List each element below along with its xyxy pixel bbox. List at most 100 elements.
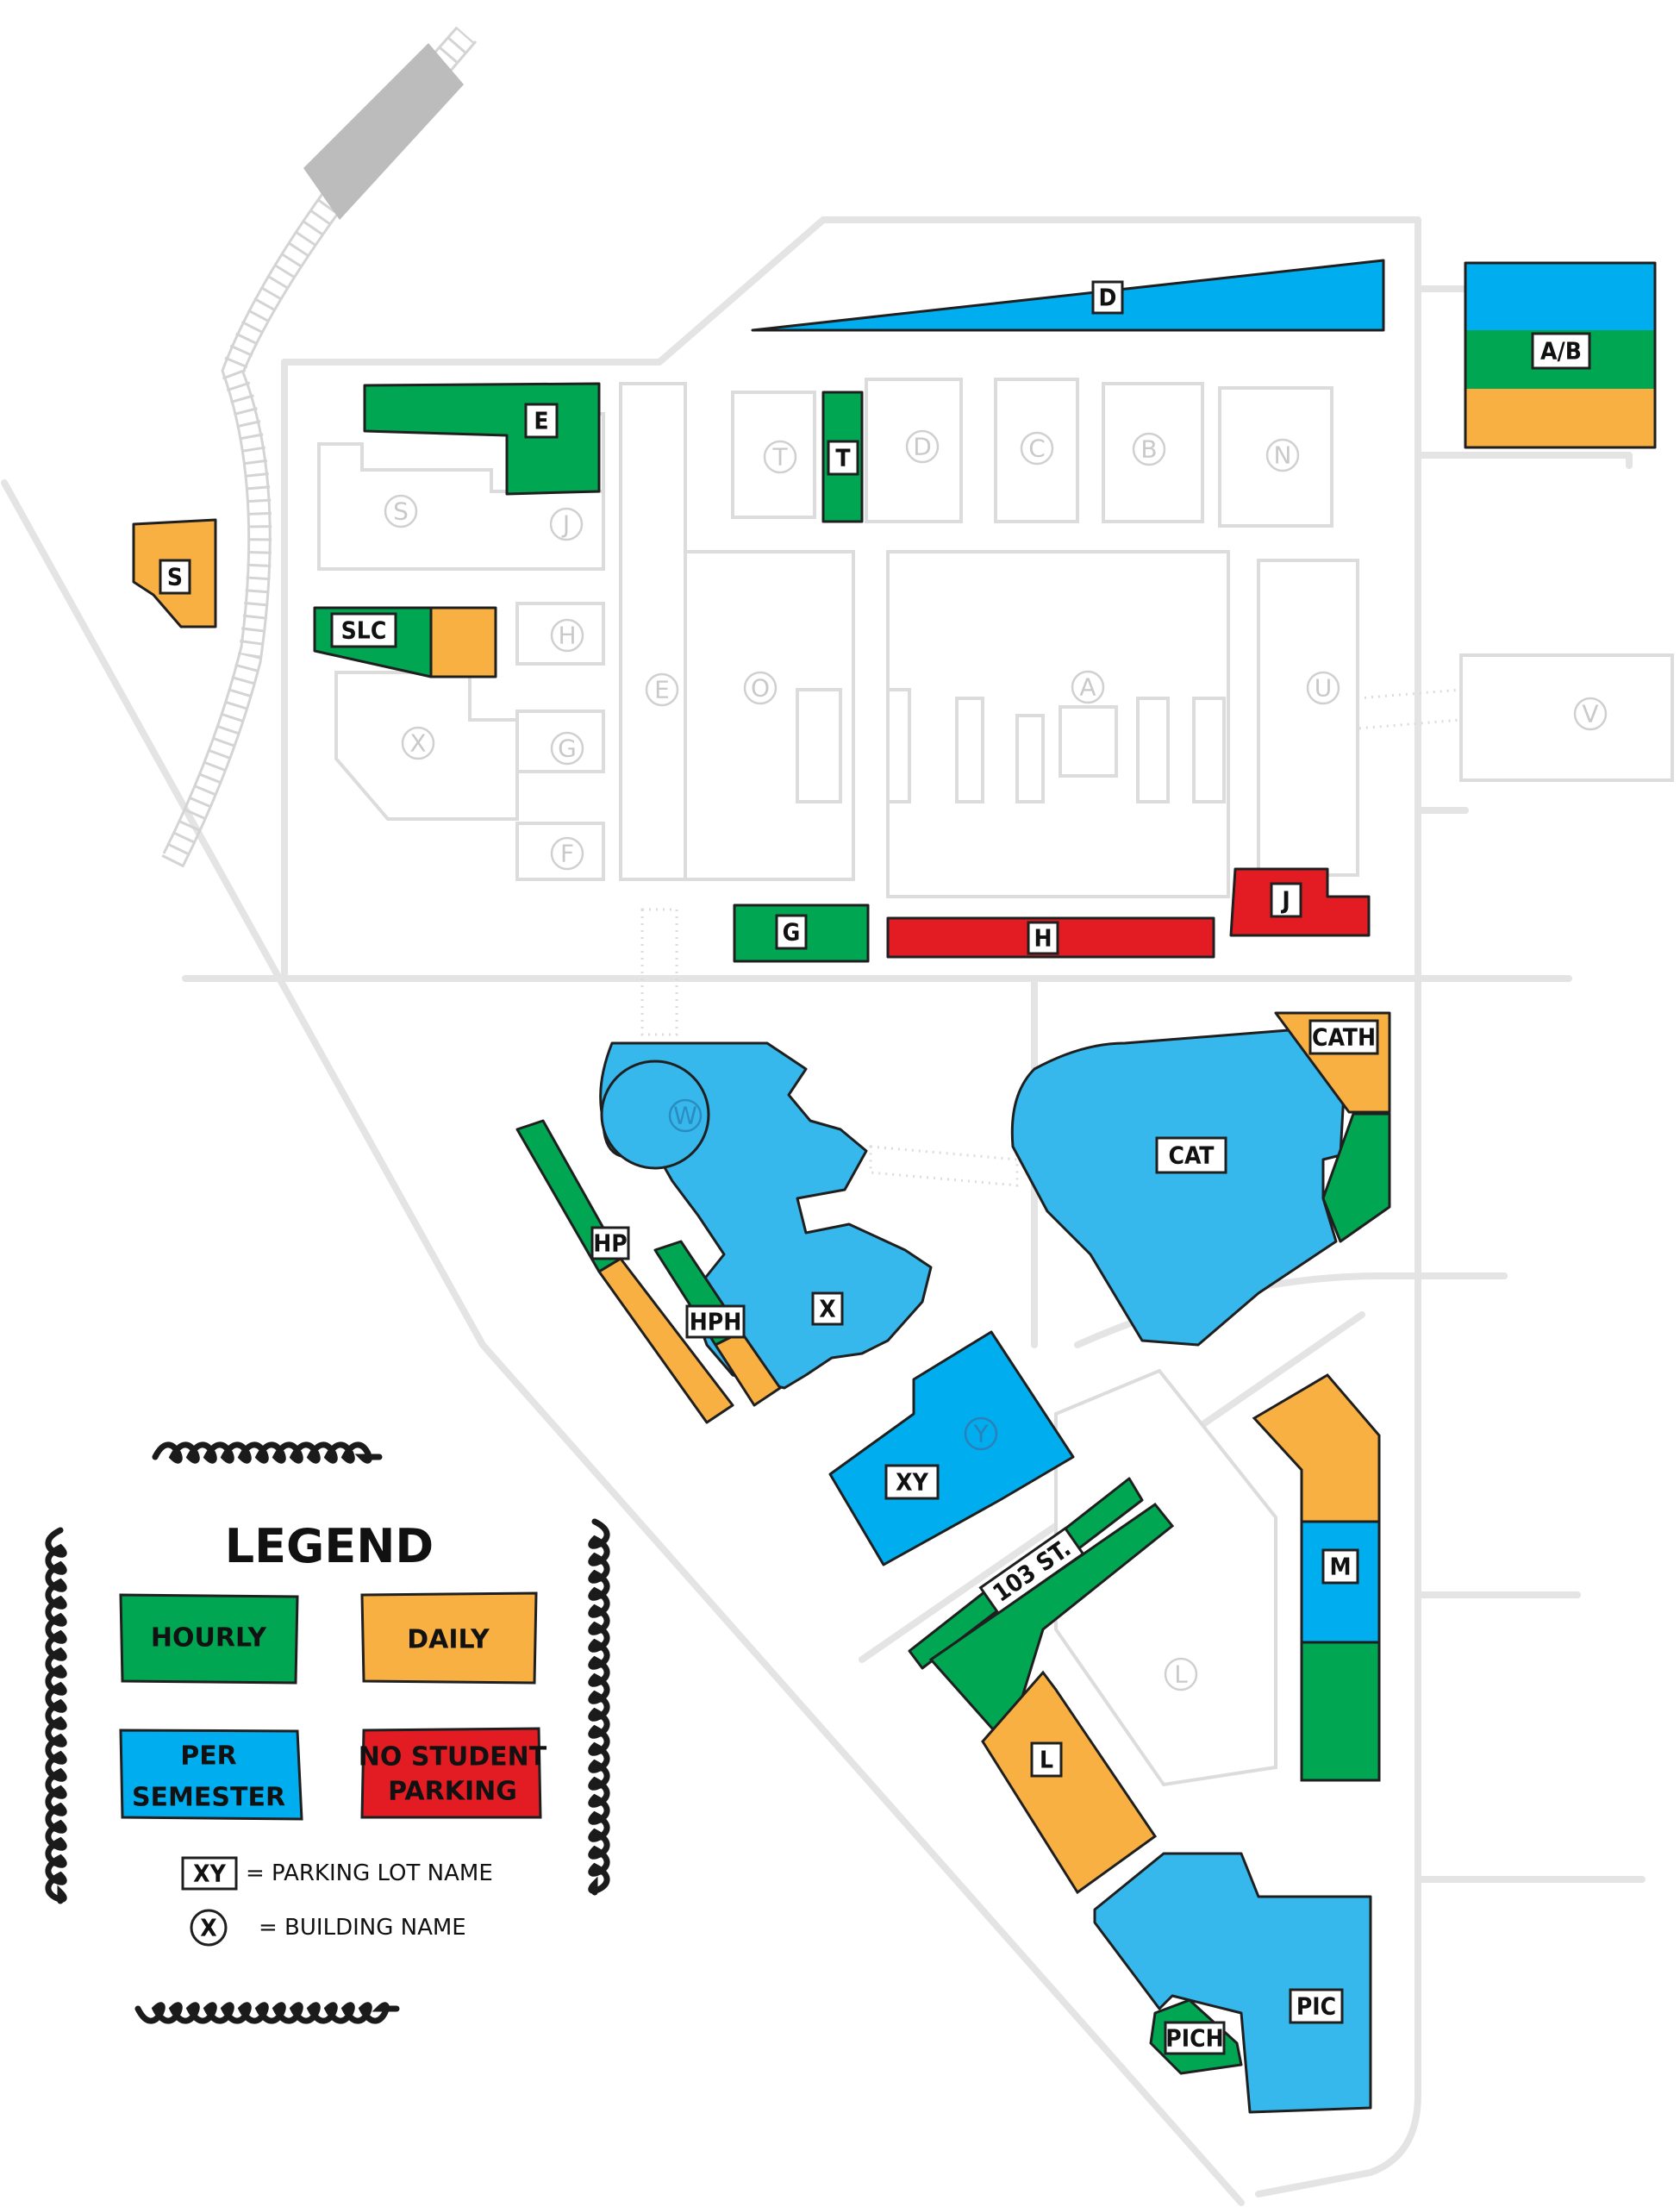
svg-text:PIC: PIC: [1296, 1992, 1336, 2021]
lot-ab: [1464, 261, 1657, 449]
building-labels: T D C B N S J H E O A U V X G F W Y L: [384, 429, 1608, 1691]
legend-left-squiggle: [45, 1527, 67, 1904]
svg-text:HP: HP: [593, 1229, 628, 1258]
building-v: V: [1573, 697, 1608, 731]
building-w: W: [668, 1098, 703, 1133]
legend-hourly: HOURLY: [119, 1593, 299, 1685]
svg-text:X: X: [409, 729, 426, 758]
lot-label-l: L: [1030, 1741, 1063, 1778]
svg-text:F: F: [560, 840, 574, 868]
lot-label-hph: HPH: [685, 1304, 746, 1339]
ab-access-2: [1415, 452, 1633, 469]
building-h: H: [550, 618, 584, 653]
lot-label-ab: A/B: [1531, 332, 1591, 370]
lot-label-s: S: [159, 559, 191, 595]
svg-text:X: X: [819, 1295, 835, 1323]
svg-text:X: X: [200, 1914, 216, 1942]
svg-text:M: M: [1329, 1553, 1351, 1581]
lot-label-slc: SLC: [330, 612, 397, 648]
railroad-building: [303, 43, 464, 220]
lot-label-cat: CAT: [1155, 1136, 1227, 1174]
legend-top-squiggle: [152, 1441, 383, 1464]
svg-text:L: L: [1174, 1660, 1188, 1689]
svg-text:T: T: [771, 443, 788, 472]
svg-text:CATH: CATH: [1312, 1023, 1376, 1052]
svg-text:= BUILDING NAME: = BUILDING NAME: [259, 1915, 466, 1941]
lot-label-e: E: [524, 403, 559, 439]
building-e: E: [645, 672, 679, 707]
svg-text:E: E: [534, 407, 548, 435]
building-n: N: [1265, 438, 1300, 472]
svg-text:PER: PER: [180, 1741, 237, 1772]
svg-text:A/B: A/B: [1540, 337, 1582, 366]
diagonal-road: [1, 479, 1245, 2206]
legend-right-squiggle: [588, 1518, 610, 1896]
north-campus-buildings: [317, 378, 1674, 1787]
svg-text:G: G: [783, 918, 801, 947]
lot-label-t: T: [827, 440, 859, 476]
lot-hp: [597, 1257, 734, 1424]
building-o: O: [743, 671, 778, 705]
lot-label-x: X: [811, 1291, 844, 1326]
legend-lot-key: XY = PARKING LOT NAME: [181, 1856, 493, 1891]
svg-text:HOURLY: HOURLY: [151, 1623, 268, 1654]
lot-label-g: G: [775, 914, 808, 950]
building-l-label: L: [1164, 1657, 1198, 1691]
svg-text:H: H: [558, 622, 576, 650]
lot-label-pic: PIC: [1289, 1988, 1344, 2024]
svg-text:S: S: [167, 563, 183, 591]
svg-text:W: W: [673, 1102, 697, 1130]
building-d: D: [905, 429, 940, 464]
lot-label-m: M: [1321, 1548, 1359, 1585]
svg-text:Y: Y: [972, 1420, 989, 1448]
lot-d: [751, 259, 1385, 332]
lot-xy: [828, 1330, 1075, 1566]
lot-label-cath: CATH: [1308, 1019, 1379, 1055]
svg-text:J: J: [561, 510, 570, 539]
svg-text:CAT: CAT: [1169, 1141, 1215, 1170]
building-b: B: [1132, 432, 1166, 466]
svg-text:DAILY: DAILY: [407, 1625, 490, 1655]
lot-label-j: J: [1270, 882, 1302, 918]
lot-label-h: H: [1027, 921, 1059, 955]
lot-label-hp: HP: [590, 1226, 630, 1260]
building-c: C: [1020, 431, 1054, 466]
building-l: [1054, 1368, 1277, 1787]
svg-text:= PARKING LOT NAME: = PARKING LOT NAME: [246, 1860, 493, 1886]
building-x: X: [401, 726, 435, 760]
svg-text:HPH: HPH: [690, 1308, 742, 1336]
svg-text:XY: XY: [896, 1468, 928, 1497]
legend-title: LEGEND: [225, 1519, 434, 1573]
svg-text:XY: XY: [193, 1860, 226, 1888]
lot-l: [928, 1502, 1175, 1895]
svg-text:O: O: [751, 674, 770, 703]
building-s: S: [384, 494, 418, 528]
svg-text:S: S: [393, 497, 409, 526]
svg-text:B: B: [1140, 435, 1157, 464]
svg-text:L: L: [1040, 1746, 1053, 1774]
svg-text:N: N: [1274, 441, 1292, 470]
svg-text:E: E: [654, 676, 670, 704]
legend: LEGEND HOURLY DAILY PER SEMESTER NO STUD…: [45, 1441, 610, 2024]
parking-lots: [132, 259, 1657, 2114]
svg-text:J: J: [1280, 886, 1290, 915]
svg-text:PICH: PICH: [1165, 2024, 1223, 2053]
svg-text:C: C: [1028, 435, 1046, 463]
legend-no-student-parking: NO STUDENT PARKING: [359, 1727, 547, 1819]
svg-text:H: H: [1034, 924, 1052, 953]
lot-cat: [1010, 1028, 1346, 1347]
lot-cath-green: [1321, 1112, 1391, 1243]
building-y: Y: [964, 1416, 998, 1451]
building-u: U: [1306, 671, 1340, 705]
svg-text:G: G: [558, 735, 577, 763]
svg-text:T: T: [835, 444, 851, 472]
svg-text:A: A: [1079, 673, 1096, 702]
svg-text:D: D: [913, 433, 932, 461]
svg-text:D: D: [1099, 284, 1117, 312]
svg-text:SEMESTER: SEMESTER: [132, 1783, 285, 1813]
svg-text:SLC: SLC: [341, 616, 387, 645]
svg-text:PARKING: PARKING: [388, 1777, 517, 1807]
lot-label-xy: XY: [884, 1464, 940, 1500]
legend-daily: DAILY: [360, 1591, 538, 1685]
